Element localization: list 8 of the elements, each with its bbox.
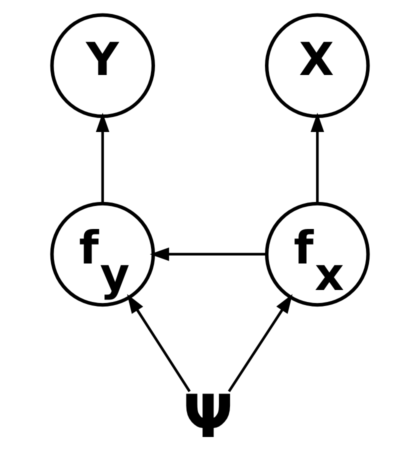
node-text: Ψ — [182, 382, 234, 452]
arrow — [310, 112, 324, 204]
arrow — [96, 112, 110, 204]
arrow — [228, 294, 292, 392]
node-circle: X — [265, 13, 370, 118]
node-circle: Y — [50, 13, 155, 118]
arrow — [150, 247, 266, 261]
arrow — [127, 294, 191, 392]
